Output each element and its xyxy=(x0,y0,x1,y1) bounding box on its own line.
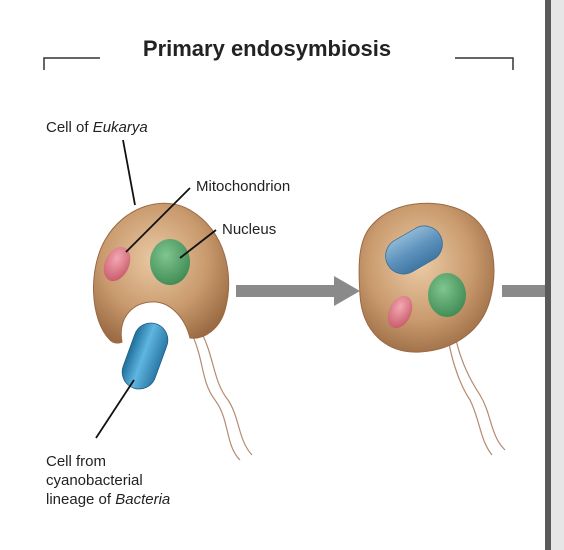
label-text-italic: Eukarya xyxy=(92,119,148,136)
mitochondrion xyxy=(103,246,131,282)
label-cell-from-bacteria: Cell from cyanobacterial lineage of Bact… xyxy=(46,452,170,509)
nucleus xyxy=(150,239,190,285)
leader-line-bacteria xyxy=(95,379,135,439)
diagram-title: Primary endosymbiosis xyxy=(142,36,392,61)
next-arrow-shaft xyxy=(502,285,545,297)
title-bracket-left xyxy=(43,57,100,70)
plastid xyxy=(385,225,443,275)
label-text: lineage of xyxy=(46,491,116,508)
leader-line-mitochondrion xyxy=(125,187,191,253)
process-arrow-shaft xyxy=(236,285,336,297)
flagellum xyxy=(447,337,493,456)
cyanobacterium xyxy=(121,322,169,390)
label-line: cyanobacterial xyxy=(46,472,143,489)
leader-line-nucleus xyxy=(179,229,217,259)
flagellum xyxy=(454,334,506,451)
panel-divider-shade xyxy=(551,0,564,550)
label-text-italic: Bacteria xyxy=(115,491,171,508)
label-line: Cell from xyxy=(46,453,107,470)
panel-divider xyxy=(545,0,551,550)
label-cell-of-eukarya: Cell of Eukarya xyxy=(46,118,148,137)
flagellum xyxy=(197,325,253,456)
label-nucleus: Nucleus xyxy=(222,221,277,238)
eukaryotic-cell-with-plastid xyxy=(358,202,495,353)
nucleus xyxy=(428,273,466,317)
leader-line-eukarya xyxy=(122,139,136,206)
title-bracket-right xyxy=(455,57,514,70)
label-line: lineage of Bacteria xyxy=(46,490,170,509)
process-arrow-head xyxy=(334,276,360,306)
mitochondrion xyxy=(387,295,413,329)
flagellum xyxy=(189,329,241,461)
label-mitochondrion: Mitochondrion xyxy=(196,178,291,195)
label-text: Cell of xyxy=(46,119,93,136)
